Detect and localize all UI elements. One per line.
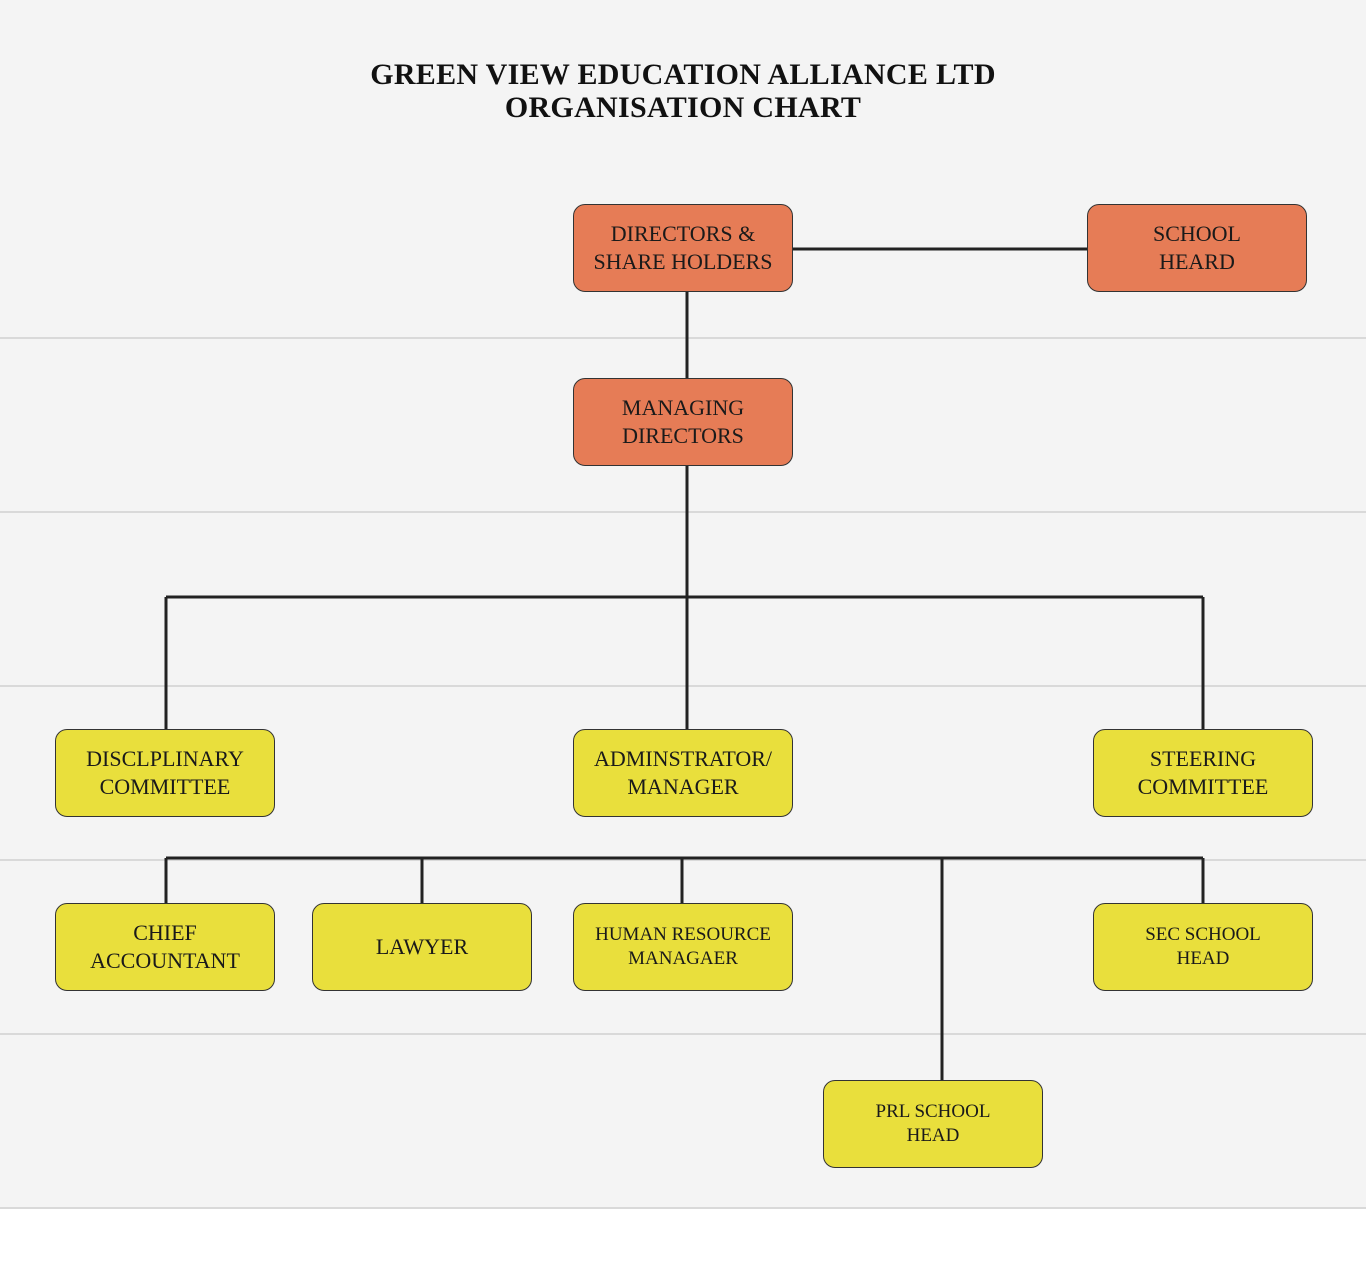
row-divider xyxy=(0,1207,1366,1209)
node-directors-share-holders[interactable]: DIRECTORS & SHARE HOLDERS xyxy=(573,204,793,292)
row-divider xyxy=(0,685,1366,687)
chart-title: GREEN VIEW EDUCATION ALLIANCE LTD ORGANI… xyxy=(0,58,1366,124)
node-sec-school-head[interactable]: SEC SCHOOL HEAD xyxy=(1093,903,1313,991)
node-prl-school-head[interactable]: PRL SCHOOL HEAD xyxy=(823,1080,1043,1168)
chart-title-line-1: GREEN VIEW EDUCATION ALLIANCE LTD xyxy=(370,58,996,91)
node-disciplinary-committee[interactable]: DISCLPLINARY COMMITTEE xyxy=(55,729,275,817)
row-divider xyxy=(0,337,1366,339)
node-administrator-manager[interactable]: ADMINSTRATOR/ MANAGER xyxy=(573,729,793,817)
node-chief-accountant[interactable]: CHIEF ACCOUNTANT xyxy=(55,903,275,991)
node-human-resource-manager[interactable]: HUMAN RESOURCE MANAGAER xyxy=(573,903,793,991)
chart-title-line-2: ORGANISATION CHART xyxy=(504,91,862,124)
node-lawyer[interactable]: LAWYER xyxy=(312,903,532,991)
node-managing-directors[interactable]: MANAGING DIRECTORS xyxy=(573,378,793,466)
node-steering-committee[interactable]: STEERING COMMITTEE xyxy=(1093,729,1313,817)
node-school-head[interactable]: SCHOOL HEARD xyxy=(1087,204,1307,292)
row-divider xyxy=(0,511,1366,513)
row-divider xyxy=(0,1033,1366,1035)
row-divider xyxy=(0,859,1366,861)
diagram-canvas xyxy=(0,0,1366,1208)
